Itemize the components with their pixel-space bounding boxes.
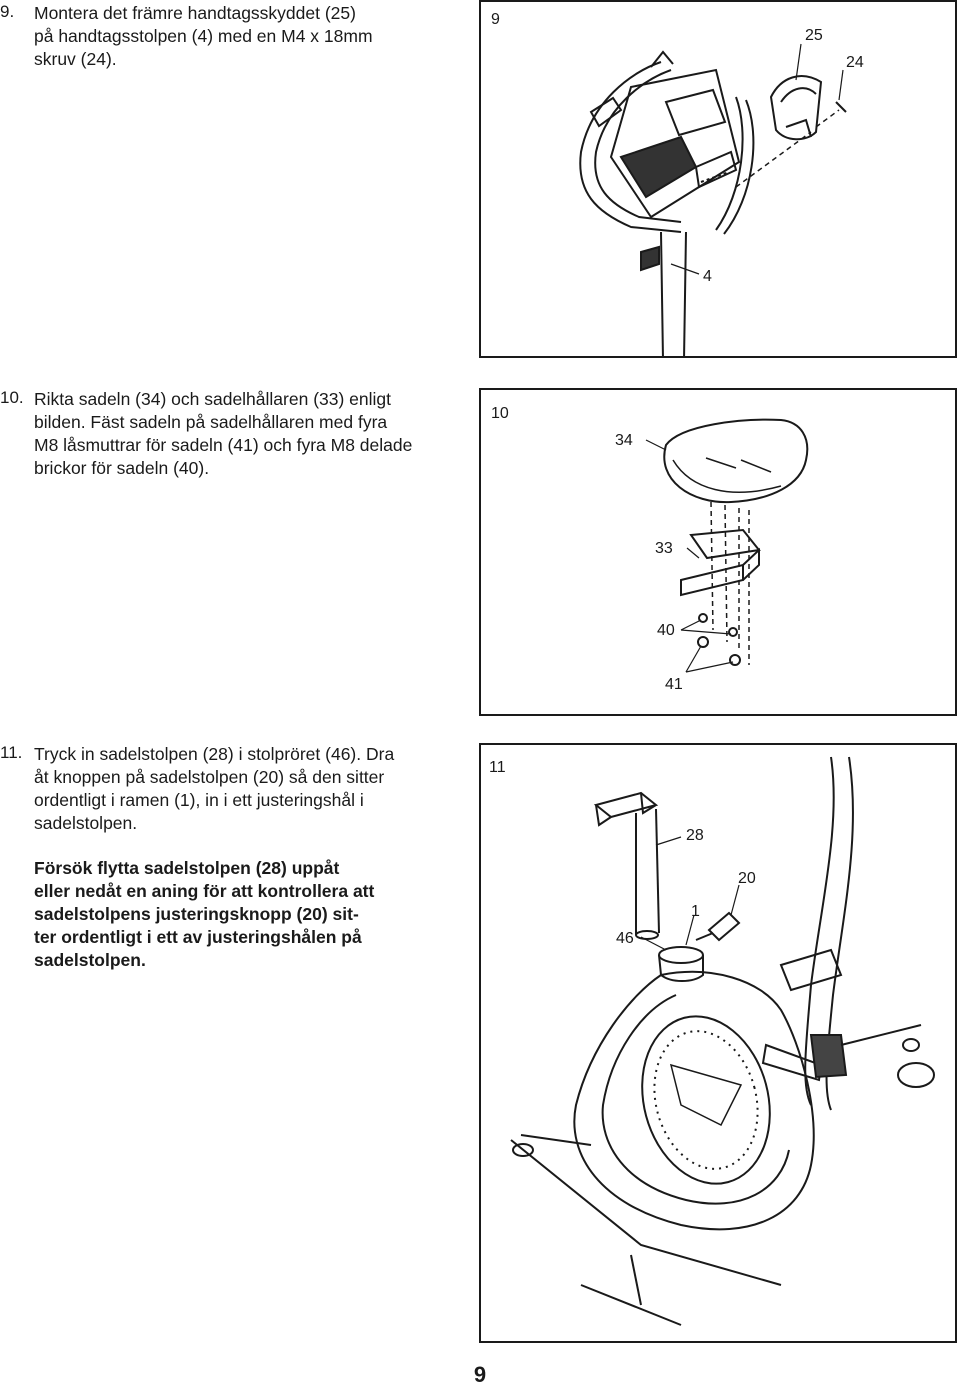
text-line: skruv (24). <box>34 49 117 69</box>
callout-25: 25 <box>805 27 823 44</box>
callout-20: 20 <box>738 870 756 887</box>
saddle-assembly-illustration <box>645 418 809 673</box>
text-line: sadelstolpen. <box>34 813 138 833</box>
callout-24: 24 <box>846 54 864 71</box>
text-line: Försök flytta sadelstolpen (28) uppåt <box>34 858 340 878</box>
callout-41: 41 <box>665 676 683 693</box>
step-10-text: Rikta sadeln (34) och sadelhållaren (33)… <box>34 388 412 480</box>
step-11-text: Tryck in sadelstolpen (28) i stolpröret … <box>34 743 394 835</box>
text-line: Montera det främre handtagsskyddet (25) <box>34 3 356 23</box>
text-line: ordentligt i ramen (1), in i ett justeri… <box>34 790 364 810</box>
text-line: sadelstolpens justeringsknopp (20) sit- <box>34 904 359 924</box>
text-line: på handtagsstolpen (4) med en M4 x 18mm <box>34 26 373 46</box>
step-11-number: 11. <box>0 743 23 762</box>
figure-9-number: 9 <box>491 11 500 28</box>
step-11-note: Försök flytta sadelstolpen (28) uppåt el… <box>34 857 374 972</box>
text-line: Rikta sadeln (34) och sadelhållaren (33)… <box>34 389 392 409</box>
step-9-text: Montera det främre handtagsskyddet (25) … <box>34 2 373 71</box>
callout-1: 1 <box>691 903 700 920</box>
figure-9: 9 25 24 4 <box>479 0 957 358</box>
callout-40: 40 <box>657 622 675 639</box>
callout-28: 28 <box>686 827 704 844</box>
callout-34: 34 <box>615 432 633 449</box>
step-10-number: 10. <box>0 388 24 407</box>
callout-46: 46 <box>616 930 634 947</box>
callout-4: 4 <box>703 268 712 285</box>
figure-11: 11 28 20 1 46 <box>479 743 957 1343</box>
text-line: eller nedåt en aning för att kontrollera… <box>34 881 375 901</box>
text-line: sadelstolpen. <box>34 950 146 970</box>
text-line: ter ordentligt i ett av justeringshålen … <box>34 927 362 947</box>
text-line: åt knoppen på sadelstolpen (20) så den s… <box>34 767 385 787</box>
figure-10-number: 10 <box>491 405 509 422</box>
text-line: M8 låsmuttrar för sadeln (41) och fyra M… <box>34 435 413 455</box>
figure-11-number: 11 <box>489 759 506 776</box>
text-line: brickor för sadeln (40). <box>34 458 210 478</box>
step-9-number: 9. <box>0 2 15 21</box>
text-line: bilden. Fäst sadeln på sadelhållaren med… <box>34 412 388 432</box>
page-number: 9 <box>473 1362 487 1387</box>
callout-33: 33 <box>655 540 673 557</box>
text-line: Tryck in sadelstolpen (28) i stolpröret … <box>34 744 395 764</box>
bike-frame-illustration <box>510 756 935 1326</box>
handlebar-console-illustration <box>579 43 847 356</box>
figure-10: 10 34 33 40 41 <box>479 388 957 716</box>
